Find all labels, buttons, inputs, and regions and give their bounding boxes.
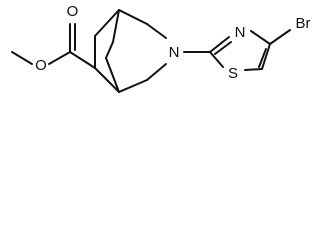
bond <box>105 57 120 93</box>
atom-label-nitrogen: N <box>169 44 180 61</box>
bond <box>261 43 271 70</box>
atom-label-sulfur: S <box>228 65 238 82</box>
bond <box>94 9 120 37</box>
bond <box>118 79 148 93</box>
bond <box>11 51 33 65</box>
bond <box>146 23 167 39</box>
atom-label-oxygen: O <box>67 3 79 20</box>
bond <box>48 51 71 65</box>
bond <box>146 63 167 81</box>
bond <box>209 51 224 68</box>
bond <box>118 9 148 25</box>
bond <box>258 48 267 68</box>
methyl-ester: O O <box>11 3 96 74</box>
bond <box>105 41 114 59</box>
atom-label-bromine: Br <box>296 15 311 32</box>
atom-label-oxygen: O <box>35 57 47 74</box>
bond <box>214 41 232 55</box>
bond <box>209 36 230 53</box>
atom-label-nitrogen: N <box>235 24 246 41</box>
bond <box>112 9 120 43</box>
bond <box>250 30 271 45</box>
bond <box>244 68 263 71</box>
bicyclic-core <box>94 9 167 93</box>
bond <box>69 51 96 69</box>
bromothiazole-ring: N S Br <box>209 15 311 82</box>
bond <box>269 29 291 45</box>
bond <box>94 67 120 93</box>
chemical-structure: O O N N S Br <box>11 3 311 93</box>
amine-nitrogen-group: N <box>169 44 211 61</box>
